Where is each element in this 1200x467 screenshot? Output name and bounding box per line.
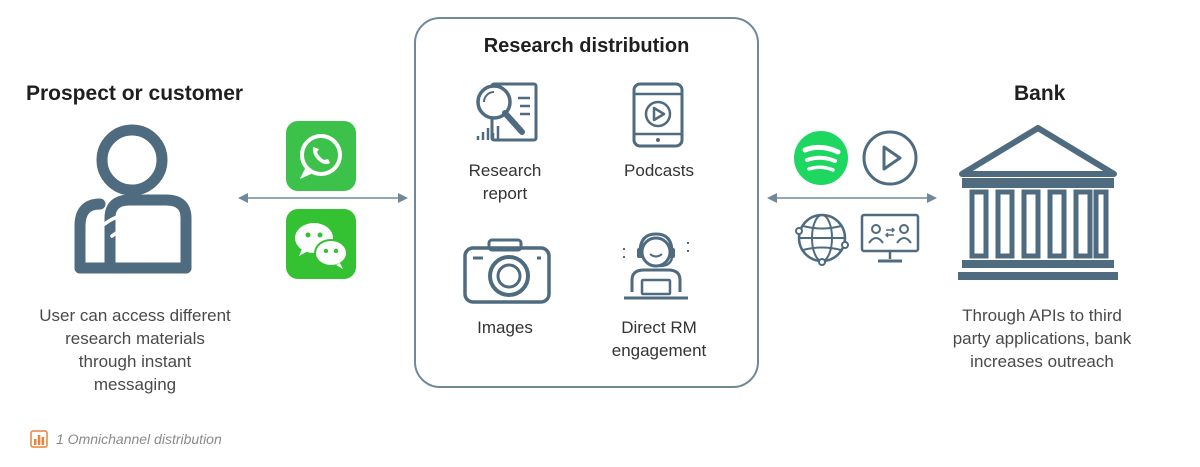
whatsapp-icon (286, 121, 356, 191)
research-report-line: Research (468, 161, 542, 180)
camera-icon (463, 238, 551, 304)
customer-wifi-person-icon (74, 124, 192, 274)
customer-desc-line: through instant (78, 352, 192, 371)
customer-desc-line: research materials (65, 329, 205, 348)
podcasts-line: Podcasts (624, 161, 694, 180)
figure-caption: 1 Omnichannel distribution (56, 431, 222, 447)
bar-chart-icon (30, 430, 48, 448)
bank-heading: Bank (1014, 82, 1066, 105)
customer-heading: Prospect or customer (26, 82, 244, 105)
tablet-play-icon (632, 82, 684, 148)
images-line: Images (477, 318, 533, 337)
globe-network-icon (795, 213, 849, 266)
spotify-icon (794, 131, 848, 185)
research-distribution-heading: Research distribution (483, 35, 690, 57)
bank-description: Through APIs to third party applications… (922, 304, 1162, 373)
video-call-monitor-icon (860, 213, 920, 263)
headset-agent-icon (623, 232, 689, 300)
podcasts-label: Podcasts (584, 159, 734, 182)
bank-desc-line: party applications, bank (952, 329, 1132, 348)
images-label: Images (430, 316, 580, 339)
magnifier-report-icon (476, 82, 538, 142)
customer-desc-line: messaging (93, 375, 177, 394)
customer-description: User can access different research mater… (20, 304, 250, 396)
customer-desc-line: User can access different (39, 306, 231, 325)
play-button-icon (862, 130, 918, 186)
rm-engagement-line: engagement (611, 341, 707, 360)
bank-building-icon (958, 125, 1118, 280)
research-distribution-box (414, 17, 759, 388)
research-report-label: Research report (430, 159, 580, 205)
bank-desc-line: increases outreach (970, 352, 1114, 371)
bank-distribution-arrow (767, 193, 937, 203)
wechat-icon (286, 209, 356, 279)
bank-desc-line: Through APIs to third (962, 306, 1122, 325)
customer-distribution-arrow (238, 193, 408, 203)
rm-engagement-line: Direct RM (621, 318, 697, 337)
research-report-line: report (482, 184, 528, 203)
rm-engagement-label: Direct RM engagement (584, 316, 734, 362)
